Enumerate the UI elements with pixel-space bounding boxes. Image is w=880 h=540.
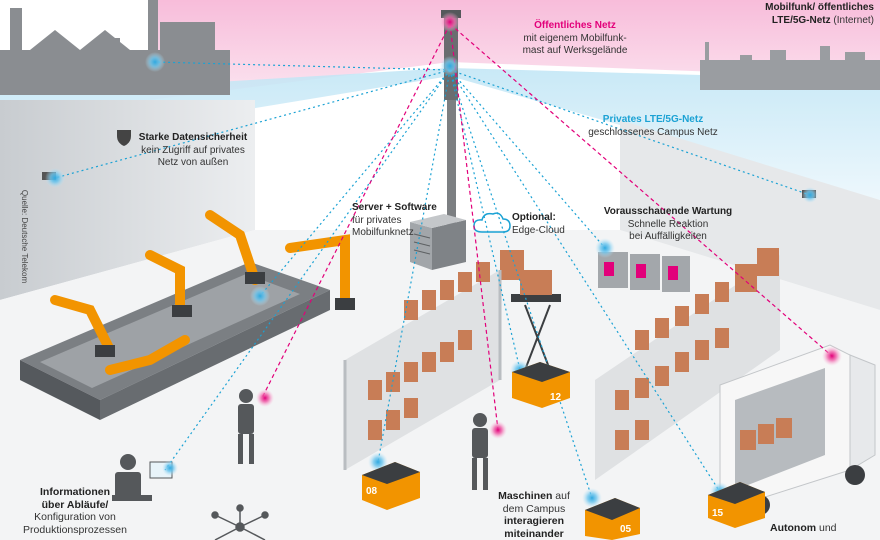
edge-cloud-title: Optional:: [512, 212, 556, 223]
lift-boxes: [520, 270, 552, 295]
security-line2: Netz von außen: [157, 157, 229, 168]
mobile-network-label: Mobilfunk/ öffentliches LTE/5G-Netz (Int…: [752, 2, 874, 27]
private-network-title: Privates LTE/5G-Netz: [602, 114, 704, 125]
info-line2: Produktionsprozessen: [23, 523, 127, 536]
mobile-network-title: Mobilfunk/ öffentliches: [765, 2, 874, 13]
info-title-1: Informationen: [40, 486, 110, 498]
maintenance-line2: bei Auffälligkeiten: [629, 231, 707, 242]
city-silhouette: [700, 42, 880, 90]
private-network-subtitle: geschlossenes Campus Netz: [588, 126, 718, 138]
agv-08: 08: [362, 462, 420, 510]
public-network-links: [261, 23, 833, 431]
public-network-title: Öffentliches Netz: [534, 20, 616, 31]
signal-points: [45, 12, 842, 508]
network-node-icon: [211, 504, 269, 540]
maintenance-line1: Schnelle Reaktion: [627, 218, 709, 230]
private-network-links: [54, 61, 811, 499]
maintenance-label: Vorausschauende Wartung Schnelle Reaktio…: [598, 206, 738, 244]
public-network-line2: mast auf Werksgelände: [522, 45, 628, 56]
server-line1: für privates: [352, 214, 402, 226]
agv-15: 15: [708, 482, 765, 528]
maintenance-machines: [598, 252, 690, 292]
machines-title-2: interagieren: [503, 515, 565, 527]
mobile-network-title-2: LTE/5G-Netz: [771, 14, 831, 26]
machines-label: Maschinen auf dem Campus interagieren mi…: [494, 490, 574, 540]
machines-title: Maschinen: [498, 490, 553, 502]
info-label: Informationen über Abläufe/ Konfiguratio…: [20, 486, 130, 536]
robot-bases: [95, 272, 355, 357]
machines-title-3: miteinander: [504, 527, 564, 540]
info-title-2: über Abläufe/: [41, 498, 109, 511]
hall-left-wall: [0, 100, 255, 300]
agv-label: 12: [550, 392, 562, 403]
server-line2: Mobilfunknetz: [352, 227, 414, 238]
autonomous-title: Autonom: [770, 522, 817, 534]
people: [112, 389, 488, 501]
storage-shelf-right: [595, 248, 780, 480]
public-network-beam: [150, 0, 880, 100]
server-title: Server + Software: [352, 202, 437, 213]
edge-cloud-icon: [473, 212, 511, 233]
agv-label: 08: [366, 486, 378, 497]
source-credit: Quelle: Deutsche Telekom: [20, 189, 30, 284]
server-label: Server + Software für privates Mobilfunk…: [352, 202, 460, 240]
industrial-robots: [50, 210, 350, 375]
server-rack: [410, 214, 466, 270]
agv-label: 15: [712, 508, 724, 519]
storage-shelf-middle: [343, 250, 524, 470]
public-network-line1: mit eigenem Mobilfunk-: [523, 32, 627, 44]
security-title: Starke Datensicherheit: [138, 132, 248, 143]
delivery-truck: [719, 344, 876, 515]
mobile-network-subtitle: (Internet): [833, 14, 874, 26]
machines-line1: dem Campus: [502, 502, 566, 515]
agv-label: 05: [620, 524, 632, 535]
edge-cloud-label: Optional: Edge-Cloud: [512, 212, 582, 237]
edge-cloud-subtitle: Edge-Cloud: [512, 224, 565, 236]
security-label: Starke Datensicherheit kein Zugriff auf …: [128, 132, 258, 170]
agv-05: 05: [585, 498, 640, 540]
agv-robots: 08 12 05 15: [362, 362, 765, 540]
autonomous-and: und: [819, 522, 837, 534]
shield-icon: [117, 130, 131, 146]
public-network-label: Öffentliches Netz mit eigenem Mobilfunk-…: [500, 20, 650, 58]
security-line1: kein Zugriff auf privates: [141, 144, 245, 156]
factory-silhouette: [0, 0, 230, 95]
info-line1: Konfiguration von: [34, 511, 116, 523]
autonomous-label: Autonom und: [770, 522, 850, 535]
agv-12: 12: [512, 362, 570, 408]
machines-on: auf: [555, 490, 570, 502]
maintenance-title: Vorausschauende Wartung: [603, 206, 733, 217]
hall-right-wall: [620, 120, 880, 310]
private-network-label: Privates LTE/5G-Netz geschlossenes Campu…: [585, 114, 721, 139]
